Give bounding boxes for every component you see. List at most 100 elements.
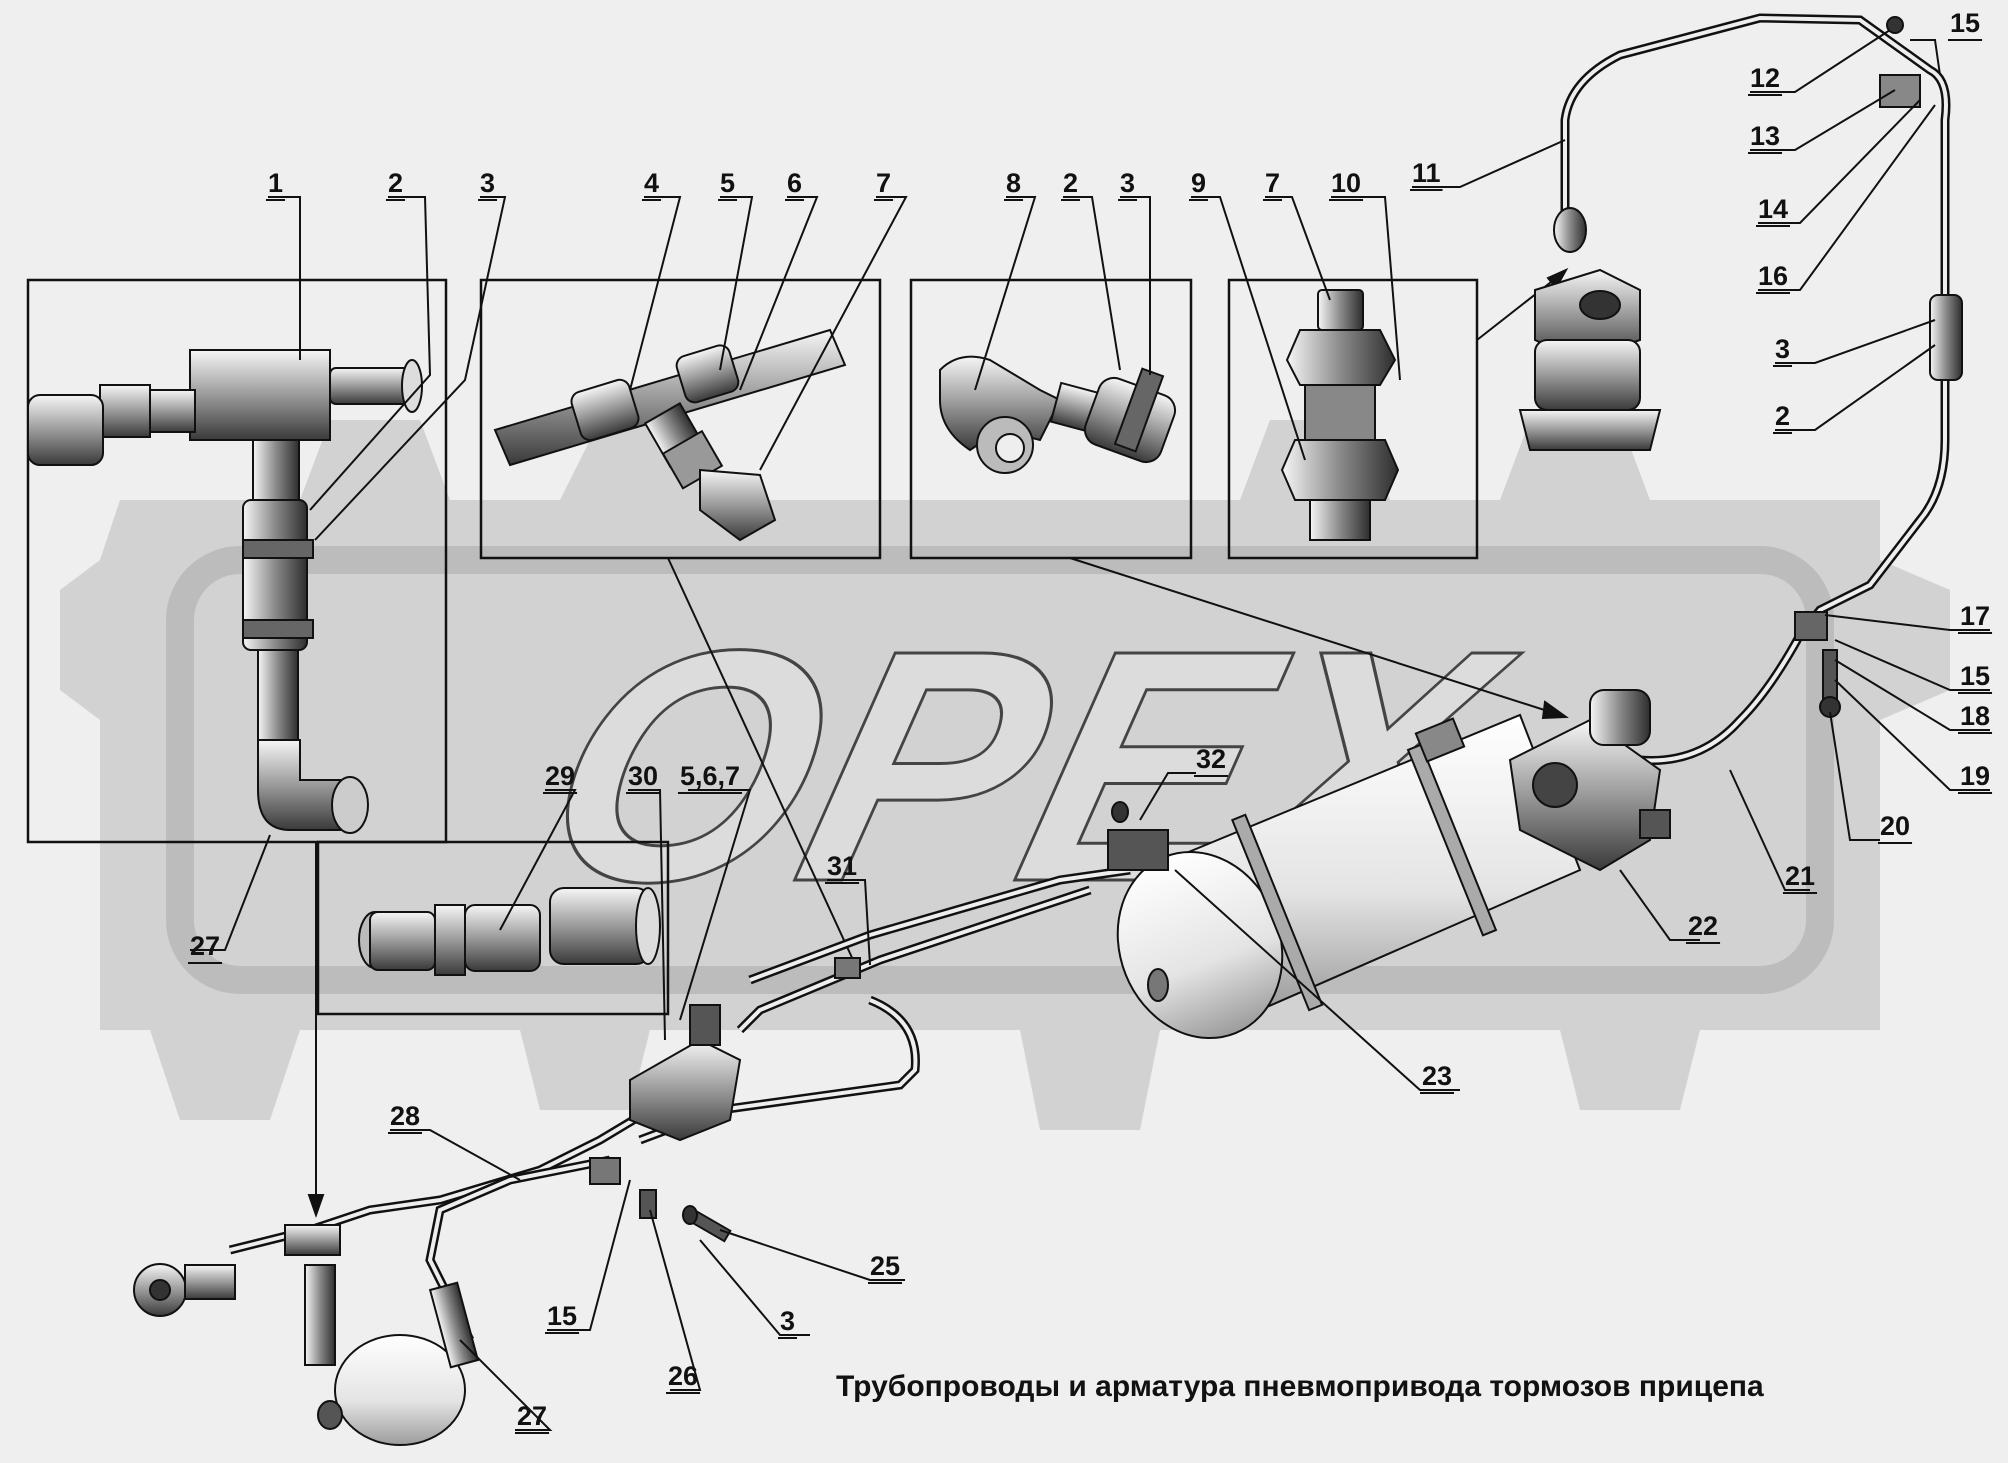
callout-9: 9: [1191, 168, 1206, 198]
callout-16: 16: [1758, 261, 1788, 291]
tee-elbow-thread: [331, 776, 369, 834]
callout-30: 30: [628, 761, 658, 791]
leader-32: [1139, 772, 1196, 821]
brake-chamber-port: [317, 1400, 343, 1430]
watermark-frame: [166, 546, 1834, 994]
callout-11: 11: [1412, 158, 1441, 188]
detail-box-elbow: [909, 278, 1193, 560]
pointer-line-c: [1069, 557, 1561, 716]
detail-boxes: [26, 278, 1479, 1016]
callout-15: 15: [547, 1301, 577, 1331]
regulator-port: [1532, 762, 1578, 808]
callout-15: 15: [1960, 661, 1990, 691]
relay-valve-fitting: [689, 1004, 721, 1046]
callout-22: 22: [1688, 911, 1718, 941]
leader-26: [649, 1209, 702, 1391]
leader-20: [1829, 711, 1880, 841]
elbow-detail: [939, 355, 1177, 474]
leader-29: [499, 789, 577, 931]
clip-top: [1879, 74, 1921, 108]
detail-box-tee-valve: [479, 278, 882, 560]
fitting-32-cap: [1111, 801, 1129, 823]
leader-4: [629, 196, 682, 391]
callout-27: 27: [517, 1401, 547, 1431]
leader-27a: [190, 834, 271, 951]
tee-valve-fitting-left: [570, 378, 640, 442]
sensor-thread: [1309, 499, 1371, 541]
pointer-arrow-d: [1546, 267, 1569, 290]
tee-left-pipe: [149, 389, 196, 433]
clamp-26: [639, 1189, 657, 1219]
tee-down-pipe: [252, 439, 300, 501]
callout-12: 12: [1750, 63, 1780, 93]
tee-left-nut: [99, 384, 151, 438]
leader-27b: [459, 1339, 553, 1431]
air-tank-end-plug: [1147, 968, 1169, 1002]
leader-14: [1758, 99, 1921, 224]
leader-30: [628, 789, 666, 1041]
leader-5: [719, 196, 754, 371]
callout-31: 31: [827, 851, 857, 881]
callout-17: 17: [1960, 601, 1990, 631]
coupling-left: [284, 1224, 341, 1256]
callout-5-6-7: 5,6,7: [680, 761, 740, 791]
leader-8: [974, 196, 1037, 391]
leader-31: [827, 879, 871, 966]
air-tank-band-right: [1406, 743, 1498, 937]
tee-lower-pipe: [257, 649, 299, 741]
brake-valve-top: [1518, 207, 1662, 451]
coupling-head-center: [149, 1279, 171, 1301]
tee-left-thread: [27, 394, 104, 466]
tee-fitting-detail: [27, 349, 423, 834]
callout-32: 32: [1196, 744, 1226, 774]
leader-1: [268, 196, 301, 360]
pipe-to-valve-core: [639, 998, 918, 1142]
brake-valve-top-base: [1518, 409, 1662, 451]
callout-27: 27: [190, 931, 220, 961]
brake-chamber-body: [334, 1334, 466, 1446]
air-tank-band-left: [1230, 813, 1324, 1012]
hose-nut: [434, 904, 466, 976]
leader-2b: [1063, 196, 1121, 371]
leader-21: [1729, 769, 1810, 891]
components: [133, 16, 1963, 1446]
detail-box-tee: [26, 278, 448, 844]
coupling-31: [834, 957, 861, 979]
callout-20: 20: [1880, 811, 1910, 841]
pointer-arrow-a: [307, 1194, 325, 1219]
callout-18: 18: [1960, 701, 1990, 731]
sensor-top: [1317, 289, 1364, 331]
tee-elbow: [257, 739, 341, 831]
leader-3a: [314, 196, 507, 541]
callout-7: 7: [876, 168, 891, 198]
leader-15a: [1910, 39, 1941, 76]
callout-3: 3: [780, 1306, 795, 1336]
diagram-caption: Трубопроводы и арматура пневмопривода то…: [836, 1370, 1764, 1403]
tee-body: [189, 349, 331, 441]
leader-17: [1824, 614, 1990, 631]
tee-right-pipe-end: [401, 359, 423, 413]
brake-valve-top-port: [1579, 290, 1621, 320]
elbow-thread-bore: [995, 433, 1025, 463]
leader-13: [1750, 89, 1896, 151]
leader-25: [719, 1229, 905, 1281]
watermark: OPEX: [60, 420, 1950, 1130]
fitting-32: [1107, 829, 1169, 871]
elbow-body: [939, 355, 1062, 452]
elbow-clamp: [1113, 367, 1165, 453]
callout-28: 28: [390, 1101, 420, 1131]
callout-3: 3: [1775, 334, 1790, 364]
air-tank: [1116, 713, 1582, 1040]
leader-3d: [699, 1239, 810, 1336]
coupling-mid: [589, 1157, 621, 1185]
hose-sleeve: [464, 904, 541, 972]
callout-2: 2: [1063, 168, 1078, 198]
callout-3: 3: [1120, 168, 1135, 198]
hose-thread: [369, 911, 436, 971]
regulator-cap: [1589, 689, 1651, 746]
brake-valve-top-body: [1534, 339, 1641, 411]
leader-22: [1619, 869, 1700, 941]
brake-valve-top-fitting: [1553, 207, 1587, 253]
hose-detail: [358, 887, 661, 976]
callout-3: 3: [480, 168, 495, 198]
